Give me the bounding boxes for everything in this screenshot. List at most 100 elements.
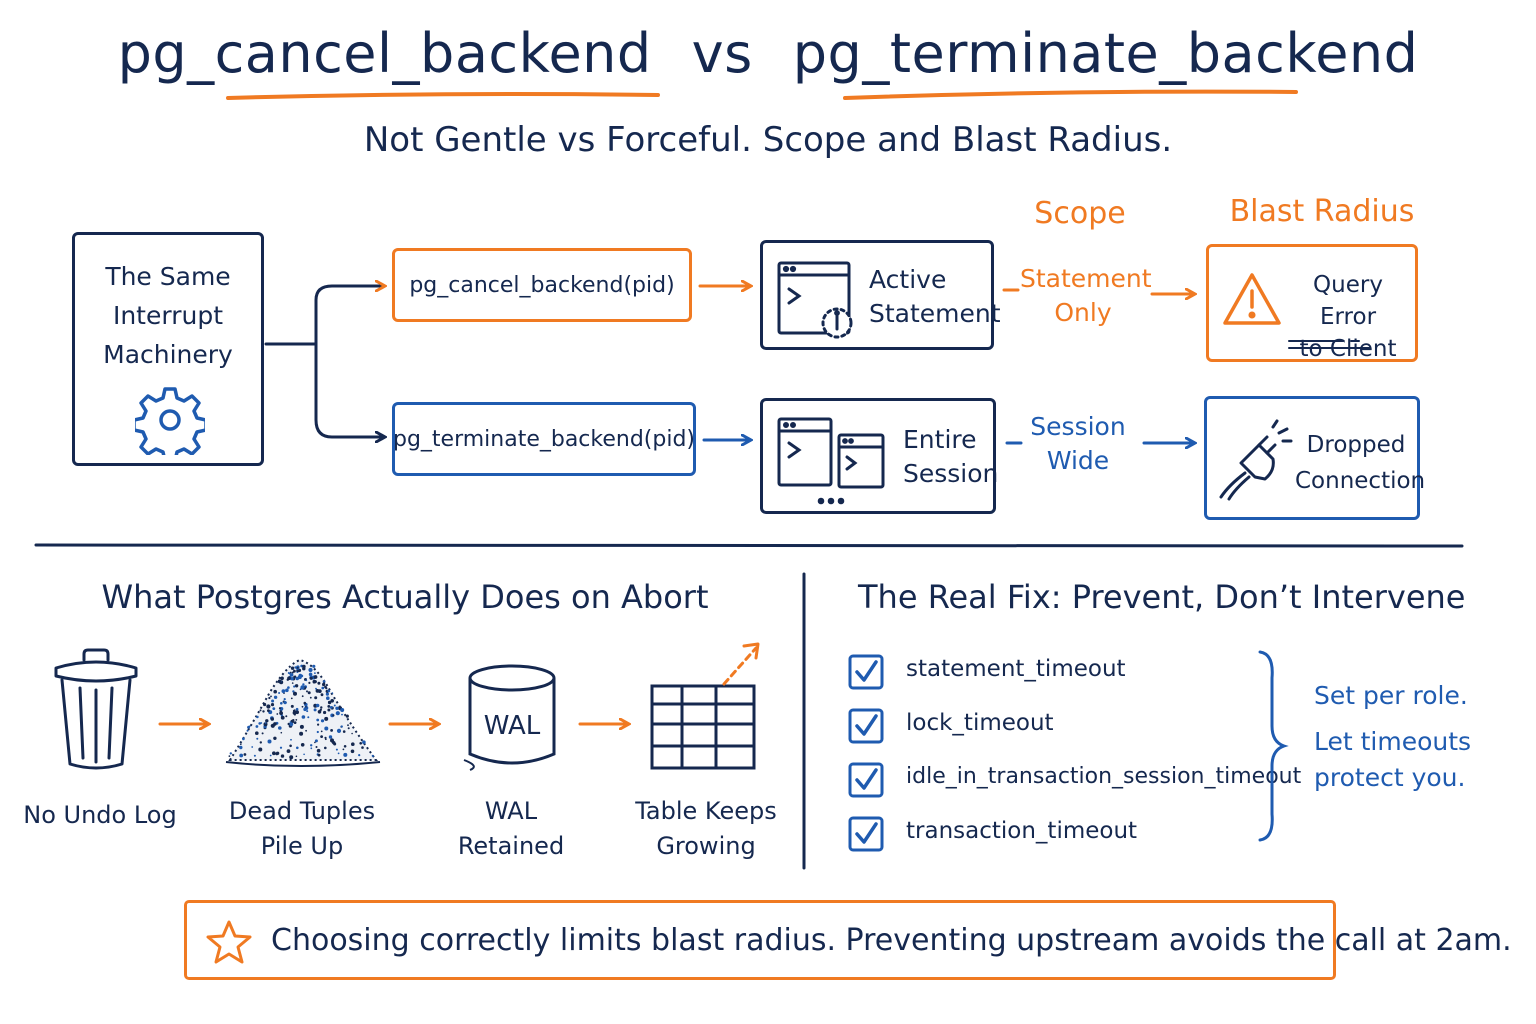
terminal-clock-icon [777,261,853,339]
tuple-speck [270,703,275,707]
tuple-speck [326,696,330,700]
checklist-item: statement_timeout [848,650,1268,704]
tuple-speck [320,719,325,723]
tuple-speck [279,711,283,715]
tuple-speck [256,737,259,740]
tuple-speck [331,692,334,694]
tuple-speck [261,732,264,735]
abort-step-3-line2: Retained [457,832,565,860]
tuple-speck [263,722,268,727]
tuple-speck [290,677,294,681]
tuple-speck [307,716,310,719]
tuple-speck [302,683,305,686]
checklist-item-label: transaction_timeout [906,818,1138,844]
tuple-speck [309,676,313,680]
tuple-speck [300,685,305,690]
tuple-speck [321,686,325,690]
tuple-speck [305,729,307,732]
tuple-speck [330,729,333,732]
tuple-speck [308,667,313,673]
tuple-speck [329,706,333,709]
tuple-speck [330,738,334,743]
abort-step-1-line1: No Undo Log [23,801,177,829]
tuple-speck [280,676,284,681]
abort-step-2-line2: Pile Up [260,832,344,860]
tuple-speck [290,697,293,700]
tuple-speck [293,669,296,673]
tuple-speck [327,708,331,712]
abort-step-3-line1: WAL [484,797,538,825]
tuple-speck [323,710,327,715]
tuple-speck [289,673,294,677]
title-underlines [226,89,1298,100]
tuple-speck [315,746,318,748]
tuple-speck [258,747,263,752]
tuple-speck [287,672,290,674]
tuple-speck [290,704,294,708]
tuple-speck [246,729,249,732]
tuple-speck [314,739,318,743]
tuple-speck [229,752,232,755]
query-error-box: Query Error to Client [1206,244,1418,362]
tuple-speck [267,739,272,744]
tuple-speck [324,738,327,741]
tuple-speck [255,725,259,728]
tuple-speck [296,666,299,669]
tuple-speck [293,685,296,688]
tuple-speck [268,696,271,700]
tuple-speck [254,731,259,735]
tuple-speck [295,707,299,711]
tuple-speck [298,673,303,678]
tuple-speck [324,685,327,689]
tuple-speck [333,704,336,707]
tuple-speck [278,726,282,730]
tuple-speck [295,755,298,758]
tuple-speck [287,676,291,680]
tuple-speck [316,718,320,722]
entire-session-line2: Session [903,459,999,488]
tuple-speck [313,708,317,712]
tuple-speck [317,753,321,757]
blast-radius-header: Blast Radius [1229,194,1415,229]
tuple-speck [251,746,254,748]
tuple-speck [301,715,306,719]
terminate-scope-label: Session Wide [1022,410,1134,478]
checkbox-checked-icon [848,654,884,690]
tuple-speck [347,727,350,730]
cancel-scope-line1: Statement [1020,264,1152,293]
tuple-speck [320,693,324,697]
dropped-connection-line1: Dropped [1306,432,1406,458]
abort-step-2-line1: Dead Tuples [228,797,376,825]
star-icon [206,920,252,964]
gear-icon [135,387,205,455]
tuple-speck [303,707,307,712]
tuple-speck [316,748,321,753]
tuple-speck [306,710,309,713]
tuple-speck [291,682,294,684]
tuple-speck [345,714,349,718]
tuple-speck [335,748,338,751]
footer-text: Choosing correctly limits blast radius. … [271,923,1512,958]
tuple-speck [299,731,304,736]
timeout-advice-line1: Set per role. [1314,681,1468,710]
tuple-speck [279,746,283,749]
tuple-speck [273,695,278,699]
tuple-speck [291,671,294,674]
tuple-speck [290,719,295,724]
tuple-speck [327,700,332,705]
tuple-speck [320,706,323,709]
tuple-speck [287,722,290,726]
tuple-speck [317,681,321,685]
tuple-speck [300,743,305,747]
tuple-speck [258,722,262,725]
terminate-backend-command: pg_terminate_backend(pid) [392,426,696,452]
checklist-item: lock_timeout [848,704,1268,758]
tuple-speck [301,705,304,708]
tuple-speck [322,680,326,684]
tuple-speck [308,672,313,677]
tuple-speck [273,736,277,740]
footer-banner: Choosing correctly limits blast radius. … [184,900,1512,980]
tuple-speck [340,708,345,712]
tuple-speck [343,745,347,748]
